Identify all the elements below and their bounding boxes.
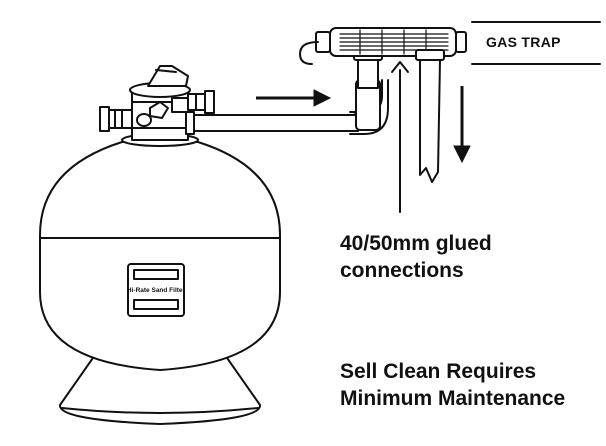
connections-label: 40/50mm glued connections xyxy=(340,230,492,284)
connections-label-line-2: connections xyxy=(340,259,464,282)
valve-right-port xyxy=(187,90,215,114)
flow-arrow-right xyxy=(256,89,332,107)
flow-arrow-down xyxy=(453,86,471,164)
filter-tank xyxy=(39,133,281,371)
filter-badge xyxy=(127,263,185,317)
maintenance-label-line-1: Sell Clean Requires xyxy=(340,360,537,383)
maintenance-label-line-2: Minimum Maintenance xyxy=(340,387,566,410)
valve-left-port xyxy=(99,106,152,132)
outlet-pipe xyxy=(185,79,389,135)
gas-trap-label-lines xyxy=(471,21,601,65)
multiport-valve xyxy=(129,65,193,141)
maintenance-label: Sell Clean Requires Minimum Maintenance xyxy=(340,358,565,412)
gas-trap-outlet xyxy=(415,49,445,183)
filter-base xyxy=(59,354,261,425)
gas-trap-label: GAS TRAP xyxy=(486,34,561,50)
connections-pointer-head xyxy=(391,61,409,73)
filter-badge-text: Hi-Rate Sand Filter xyxy=(127,287,186,294)
connections-label-line-1: 40/50mm glued xyxy=(340,232,492,255)
